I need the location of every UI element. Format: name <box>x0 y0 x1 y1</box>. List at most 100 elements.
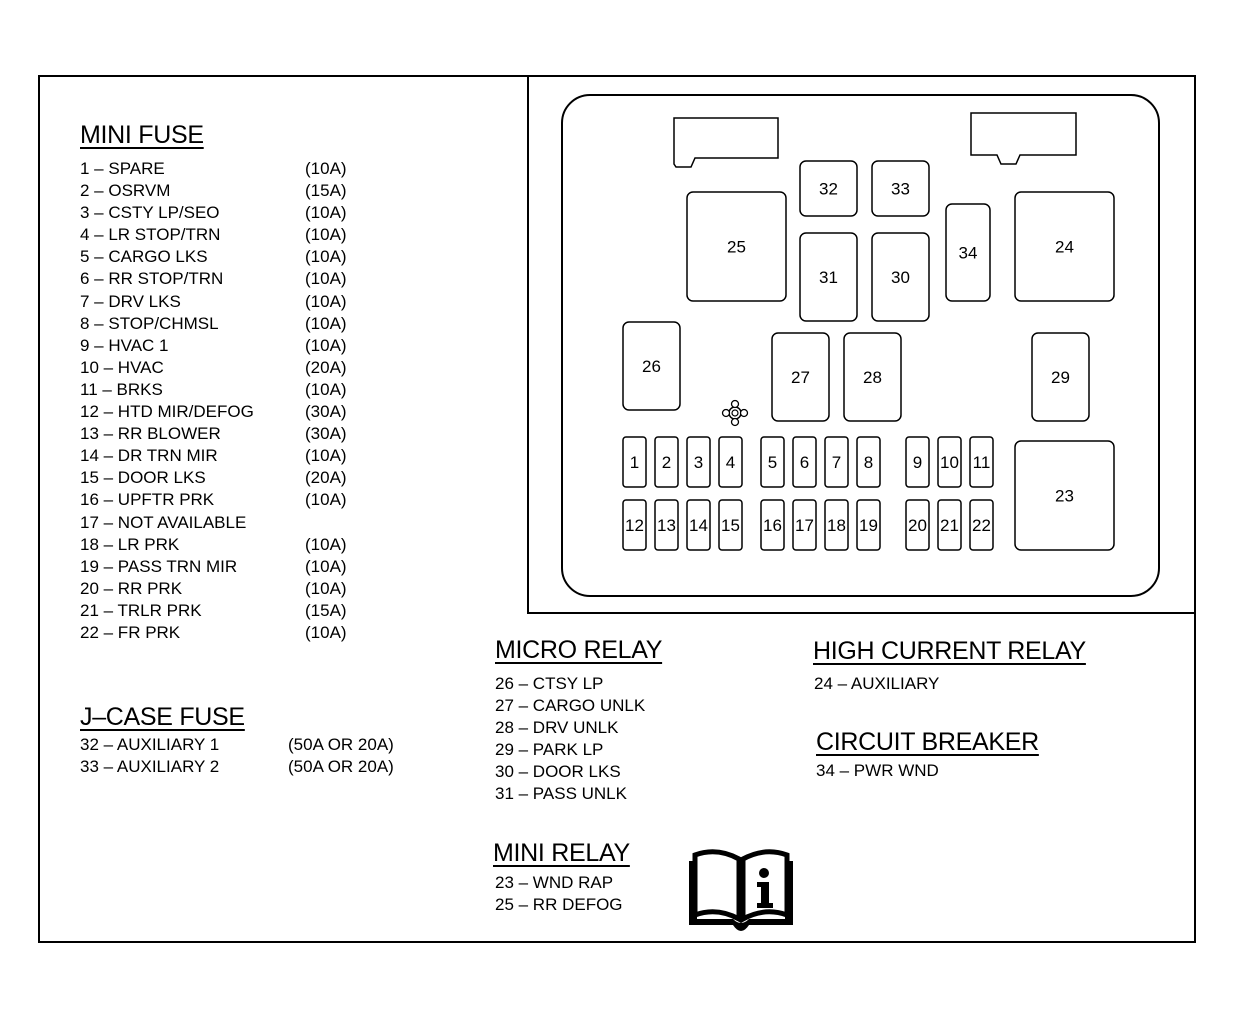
fuse-slot-outline <box>1014 440 1115 551</box>
list-item: 31 – PASS UNLK <box>495 783 715 805</box>
j-case-fuse-heading: J–CASE FUSE <box>80 703 245 731</box>
item-label: 10 – HVAC <box>80 357 164 377</box>
list-item: 16 – UPFTR PRK (10A) <box>80 489 380 511</box>
fuse-slot-outline <box>686 436 711 488</box>
item-label: 24 – AUXILIARY <box>814 674 940 693</box>
fuse-slot-label: 29 <box>1051 368 1070 387</box>
item-amperage: (10A) <box>305 578 347 598</box>
mounting-tab-right <box>970 112 1077 165</box>
fuse-slot-label: 5 <box>768 453 777 472</box>
item-label: 11 – BRKS <box>80 379 163 399</box>
fuse-slot-label: 3 <box>694 453 703 472</box>
diagram-frame <box>38 75 1196 943</box>
fuse-slot-29: 29 <box>1031 332 1090 422</box>
fuse-slot-33: 33 <box>871 160 930 217</box>
list-item: 14 – DR TRN MIR(10A) <box>80 445 380 467</box>
mini-relay-list: 23 – WND RAP 25 – RR DEFOG <box>495 872 675 916</box>
fuse-slot-23: 23 <box>1014 440 1115 551</box>
list-item: 24 – AUXILIARY <box>814 673 1034 695</box>
fuse-slot-14: 14 <box>686 499 711 551</box>
fuse-slot-17: 17 <box>792 499 817 551</box>
fuse-slot-3: 3 <box>686 436 711 488</box>
fuse-slot-22: 22 <box>969 499 994 551</box>
item-amperage: (10A) <box>305 203 347 223</box>
list-item: 11 – BRKS(10A) <box>80 379 380 401</box>
fuse-slot-outline <box>1031 332 1090 422</box>
fuse-slot-24: 24 <box>1014 191 1115 302</box>
item-label: 17 – NOT AVAILABLE <box>80 512 247 532</box>
item-amperage: (10A) <box>305 490 347 510</box>
fuse-slot-label: 4 <box>726 453 735 472</box>
fuse-slot-5: 5 <box>760 436 785 488</box>
fuse-slot-outline <box>871 160 930 217</box>
fuse-slot-outline <box>792 499 817 551</box>
fuse-slot-21: 21 <box>937 499 962 551</box>
item-label: 16 – UPFTR PRK <box>80 490 215 510</box>
fuse-slot-32: 32 <box>799 160 858 217</box>
fuse-slot-label: 2 <box>662 453 671 472</box>
list-item: 7 – DRV LKS(10A) <box>80 291 380 313</box>
list-item: 23 – WND RAP <box>495 872 675 894</box>
list-item: 3 – CSTY LP/SEO (10A) <box>80 202 380 224</box>
fuse-slot-label: 27 <box>791 368 810 387</box>
item-label: 6 – RR STOP/TRN <box>80 269 224 289</box>
list-item: 33 – AUXILIARY 2(50A OR 20A) <box>80 756 420 778</box>
item-amperage: (50A OR 20A) <box>288 735 394 754</box>
fuse-slot-20: 20 <box>905 499 930 551</box>
fuse-slot-label: 9 <box>913 453 922 472</box>
fuse-slot-label: 26 <box>642 357 661 376</box>
item-amperage: (20A) <box>305 357 347 377</box>
fuse-slot-outline <box>824 499 849 551</box>
fuse-slot-28: 28 <box>843 332 902 422</box>
fuse-slot-7: 7 <box>824 436 849 488</box>
item-amperage: (10A) <box>305 556 347 576</box>
list-item: 34 – PWR WND <box>816 760 1036 782</box>
item-label: 30 – DOOR LKS <box>495 762 621 782</box>
fuse-slot-outline <box>686 191 787 302</box>
item-label: 13 – RR BLOWER <box>80 424 221 444</box>
item-amperage: (10A) <box>305 446 347 466</box>
item-amperage: (10A) <box>305 622 347 642</box>
fuse-slot-label: 22 <box>972 516 991 535</box>
fuse-slot-outline <box>937 436 962 488</box>
fuse-slot-11: 11 <box>969 436 994 488</box>
fuse-slot-outline <box>718 436 743 488</box>
fuse-slot-label: 16 <box>763 516 782 535</box>
fuse-slot-outline <box>622 321 681 411</box>
fuse-slot-label: 21 <box>940 516 959 535</box>
fuse-slot-outline <box>856 499 881 551</box>
fuse-slot-19: 19 <box>856 499 881 551</box>
list-item: 15 – DOOR LKS(20A) <box>80 467 380 489</box>
item-label: 3 – CSTY LP/SEO <box>80 203 220 223</box>
item-label: 32 – AUXILIARY 1 <box>80 735 220 754</box>
high-current-relay-heading: HIGH CURRENT RELAY <box>813 637 1086 665</box>
item-label: 18 – LR PRK <box>80 534 180 554</box>
list-item: 28 – DRV UNLK <box>495 717 715 739</box>
circuit-breaker-heading: CIRCUIT BREAKER <box>816 728 1039 756</box>
fuse-slot-label: 24 <box>1055 238 1074 257</box>
item-label: 9 – HVAC 1 <box>80 335 169 355</box>
list-item: 30 – DOOR LKS <box>495 761 715 783</box>
list-item: 25 – RR DEFOG <box>495 894 675 916</box>
fuse-slot-label: 20 <box>908 516 927 535</box>
fuse-block-housing <box>561 94 1160 597</box>
fuse-slot-15: 15 <box>718 499 743 551</box>
locating-stud-icon <box>721 399 749 427</box>
fuse-slot-16: 16 <box>760 499 785 551</box>
list-item: 22 – FR PRK(10A) <box>80 622 380 644</box>
circuit-breaker-list: 34 – PWR WND <box>816 760 1036 782</box>
fuse-slot-outline <box>799 160 858 217</box>
item-label: 19 – PASS TRN MIR <box>80 556 238 576</box>
fuse-slot-30: 30 <box>871 232 930 322</box>
list-item: 9 – HVAC 1(10A) <box>80 335 380 357</box>
fuse-slot-outline <box>654 499 679 551</box>
fuse-slot-label: 12 <box>625 516 644 535</box>
item-label: 25 – RR DEFOG <box>495 895 623 915</box>
item-label: 2 – OSRVM <box>80 181 171 201</box>
list-item: 18 – LR PRK(10A) <box>80 534 380 556</box>
fuse-slot-9: 9 <box>905 436 930 488</box>
item-amperage: (20A) <box>305 468 347 488</box>
item-label: 23 – WND RAP <box>495 873 614 892</box>
